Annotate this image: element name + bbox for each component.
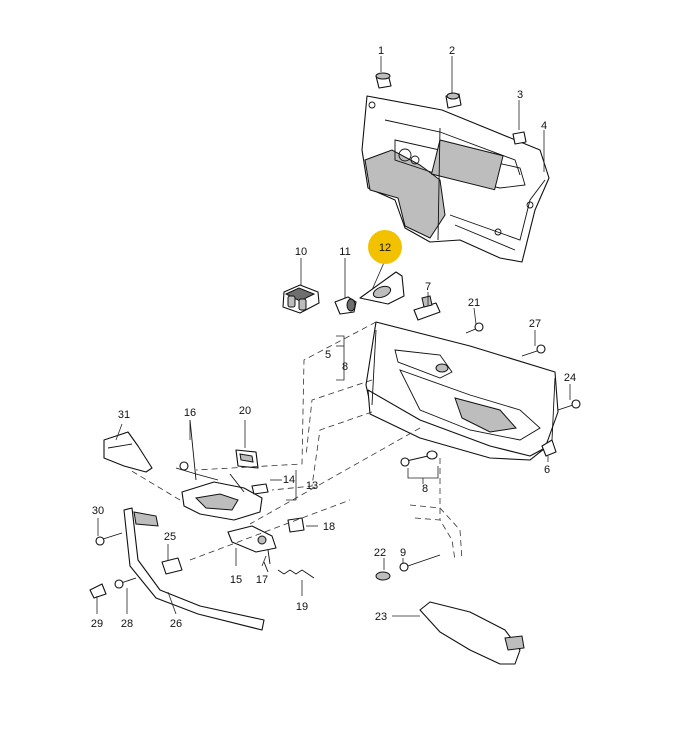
callout-23: 23 [375, 611, 387, 623]
callout-4: 4 [541, 120, 547, 132]
part-3-clip [512, 131, 527, 145]
callout-30: 30 [92, 505, 104, 517]
part-1-clip [375, 72, 392, 89]
callout-9: 9 [400, 547, 406, 559]
part-27-screw [521, 344, 546, 357]
door-trim-panel [365, 321, 559, 461]
callout-6: 6 [544, 464, 550, 476]
part-22-cap [375, 571, 391, 581]
callout-1: 1 [378, 45, 384, 57]
part-26-seal-strip [123, 507, 265, 631]
part-17-pin [263, 561, 269, 573]
part-20-connector [235, 449, 259, 469]
callout-2: 2 [449, 45, 455, 57]
callout-15: 15 [230, 574, 242, 586]
callout-26: 26 [170, 618, 182, 630]
callout-19: 19 [296, 601, 308, 613]
part-29-clip [89, 583, 107, 599]
part-6-clip [541, 439, 557, 457]
part-28-screw [114, 577, 137, 589]
part-24-screw [557, 399, 581, 411]
callout-7: 7 [425, 281, 431, 293]
armrest-outline [409, 504, 463, 561]
part-15-lever [227, 525, 277, 565]
callout-13: 13 [306, 480, 318, 492]
part-31-cover [103, 431, 153, 473]
callout-25: 25 [164, 531, 176, 543]
callout-11: 11 [339, 246, 350, 258]
callout-22: 22 [374, 547, 386, 559]
callout-3: 3 [517, 89, 523, 101]
leader-lines [96, 56, 571, 617]
part-8-screws [400, 450, 438, 467]
callout-5: 5 [325, 349, 331, 361]
part-18-clip [287, 517, 305, 533]
callout-8-upper: 8 [342, 361, 348, 373]
assembly-lines [129, 321, 441, 561]
callout-12: 12 [379, 242, 391, 254]
callout-28: 28 [121, 618, 133, 630]
lock-mechanism [175, 461, 269, 521]
part-12-trim-cover [359, 271, 405, 305]
callout-16: 16 [184, 407, 196, 419]
part-10-switch [282, 284, 320, 314]
callout-8-lower: 8 [422, 483, 428, 495]
callout-29: 29 [91, 618, 103, 630]
part-19-spring [277, 569, 315, 579]
callout-labels: 1 2 3 4 5 6 7 8 8 9 10 11 12 13 14 15 16… [91, 45, 576, 630]
part-23-pull-handle [419, 601, 525, 665]
part-9-screw [399, 554, 441, 572]
callout-20: 20 [239, 405, 251, 417]
callout-31: 31 [118, 409, 130, 421]
callout-10: 10 [295, 246, 307, 258]
part-7-clip [413, 295, 441, 321]
part-25-clip [161, 557, 183, 575]
callout-17: 17 [256, 574, 268, 586]
callout-27: 27 [529, 318, 541, 330]
part-2-clip [445, 92, 462, 109]
callout-18: 18 [323, 521, 335, 533]
callout-24: 24 [564, 372, 576, 384]
part-11-knob [334, 296, 357, 315]
callout-14: 14 [283, 474, 295, 486]
part-21-screw [465, 322, 484, 334]
callout-21: 21 [468, 297, 480, 309]
part-30-screw [95, 532, 123, 546]
highlight-marker [368, 230, 402, 264]
door-carrier-panel [361, 95, 550, 263]
part-16-rod [189, 419, 197, 481]
